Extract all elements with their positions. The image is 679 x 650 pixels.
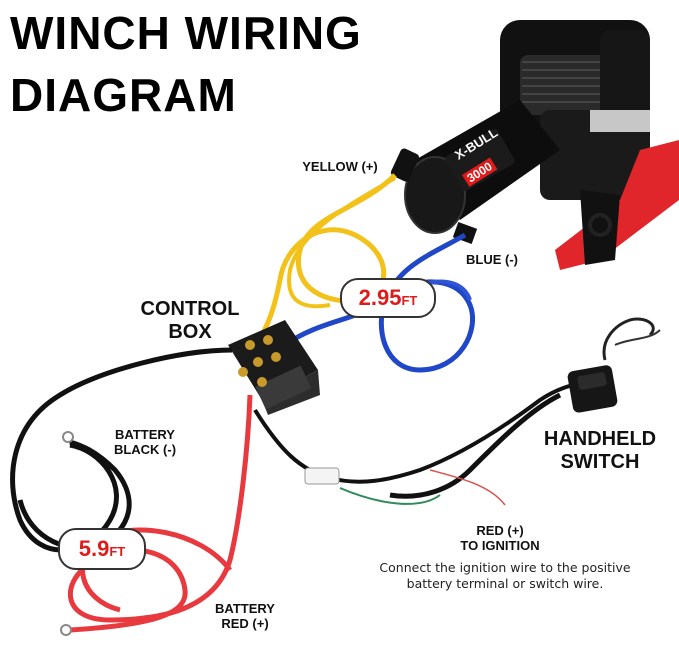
- page-title-line1: WINCH WIRING: [10, 7, 362, 59]
- switch-cable: [253, 373, 602, 484]
- length-badge-upper-unit: FT: [401, 293, 418, 308]
- control-box-label: CONTROL BOX: [140, 298, 240, 343]
- yellow-wire-label: YELLOW (+): [302, 159, 378, 174]
- length-badge-lower-value: 5.9: [78, 536, 110, 561]
- length-badge-lower-unit: FT: [109, 544, 126, 559]
- handheld-switch-label: HANDHELD SWITCH: [543, 428, 657, 473]
- ignition-note: Connect the ignition wire to the positiv…: [379, 560, 631, 591]
- length-badge-upper: 2.95FT: [340, 278, 436, 318]
- winch-icon: [390, 20, 679, 270]
- page-title-line2: DIAGRAM: [10, 69, 237, 121]
- battery-red-label: BATTERY RED (+): [215, 601, 275, 631]
- red-battery-wire: [68, 394, 253, 633]
- handheld-switch-icon: [567, 317, 661, 413]
- black-battery-wire: [10, 347, 233, 553]
- length-badge-upper-value: 2.95: [358, 285, 402, 310]
- control-box-icon: [228, 320, 320, 415]
- blue-wire-label: BLUE (-): [466, 252, 518, 267]
- battery-black-label: BATTERY BLACK (-): [113, 427, 177, 457]
- length-badge-lower: 5.9FT: [58, 528, 146, 570]
- red-ignition-label: RED (+) TO IGNITION: [460, 523, 540, 553]
